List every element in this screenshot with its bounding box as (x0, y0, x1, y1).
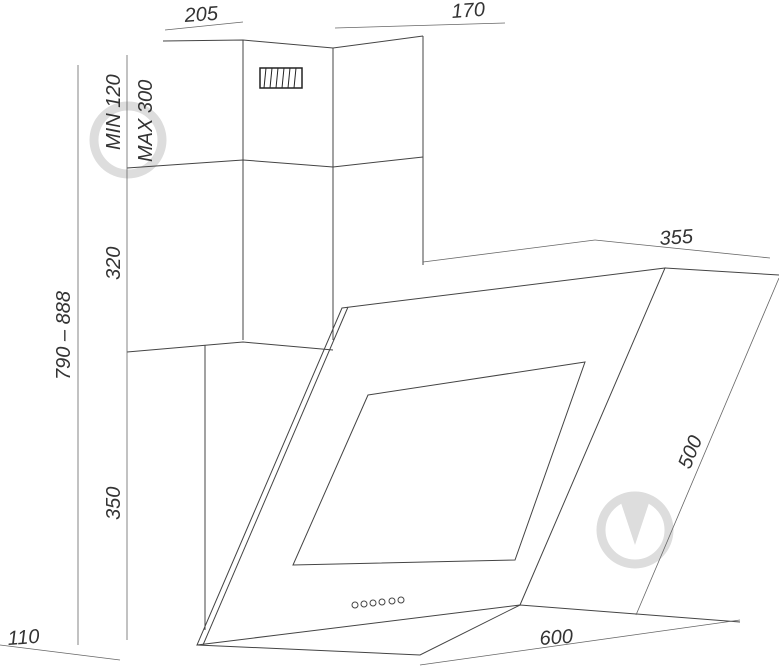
dim-upper-chimney: 320 (103, 247, 125, 280)
dim-chimney-depth: 170 (451, 0, 486, 23)
dim-total-height: 790 – 888 (53, 291, 75, 380)
glass-panel (196, 267, 779, 656)
dim-min: MIN 120 (103, 74, 125, 150)
dim-max: MAX 300 (135, 80, 157, 162)
control-buttons-icon (351, 596, 405, 609)
dim-chimney-width: 205 (183, 3, 220, 27)
chimney (126, 35, 424, 630)
dimension-lines (0, 21, 779, 666)
dim-bottom-offset: 110 (7, 626, 40, 650)
dim-hood-width: 600 (539, 626, 574, 650)
watermark-icon-left (89, 101, 167, 179)
watermark-icon-right (596, 491, 674, 569)
dim-glass-height: 500 (674, 433, 707, 472)
dim-lower-chimney: 350 (103, 487, 125, 520)
dim-glass-depth: 355 (659, 226, 695, 250)
vent-slots-icon (259, 67, 303, 89)
